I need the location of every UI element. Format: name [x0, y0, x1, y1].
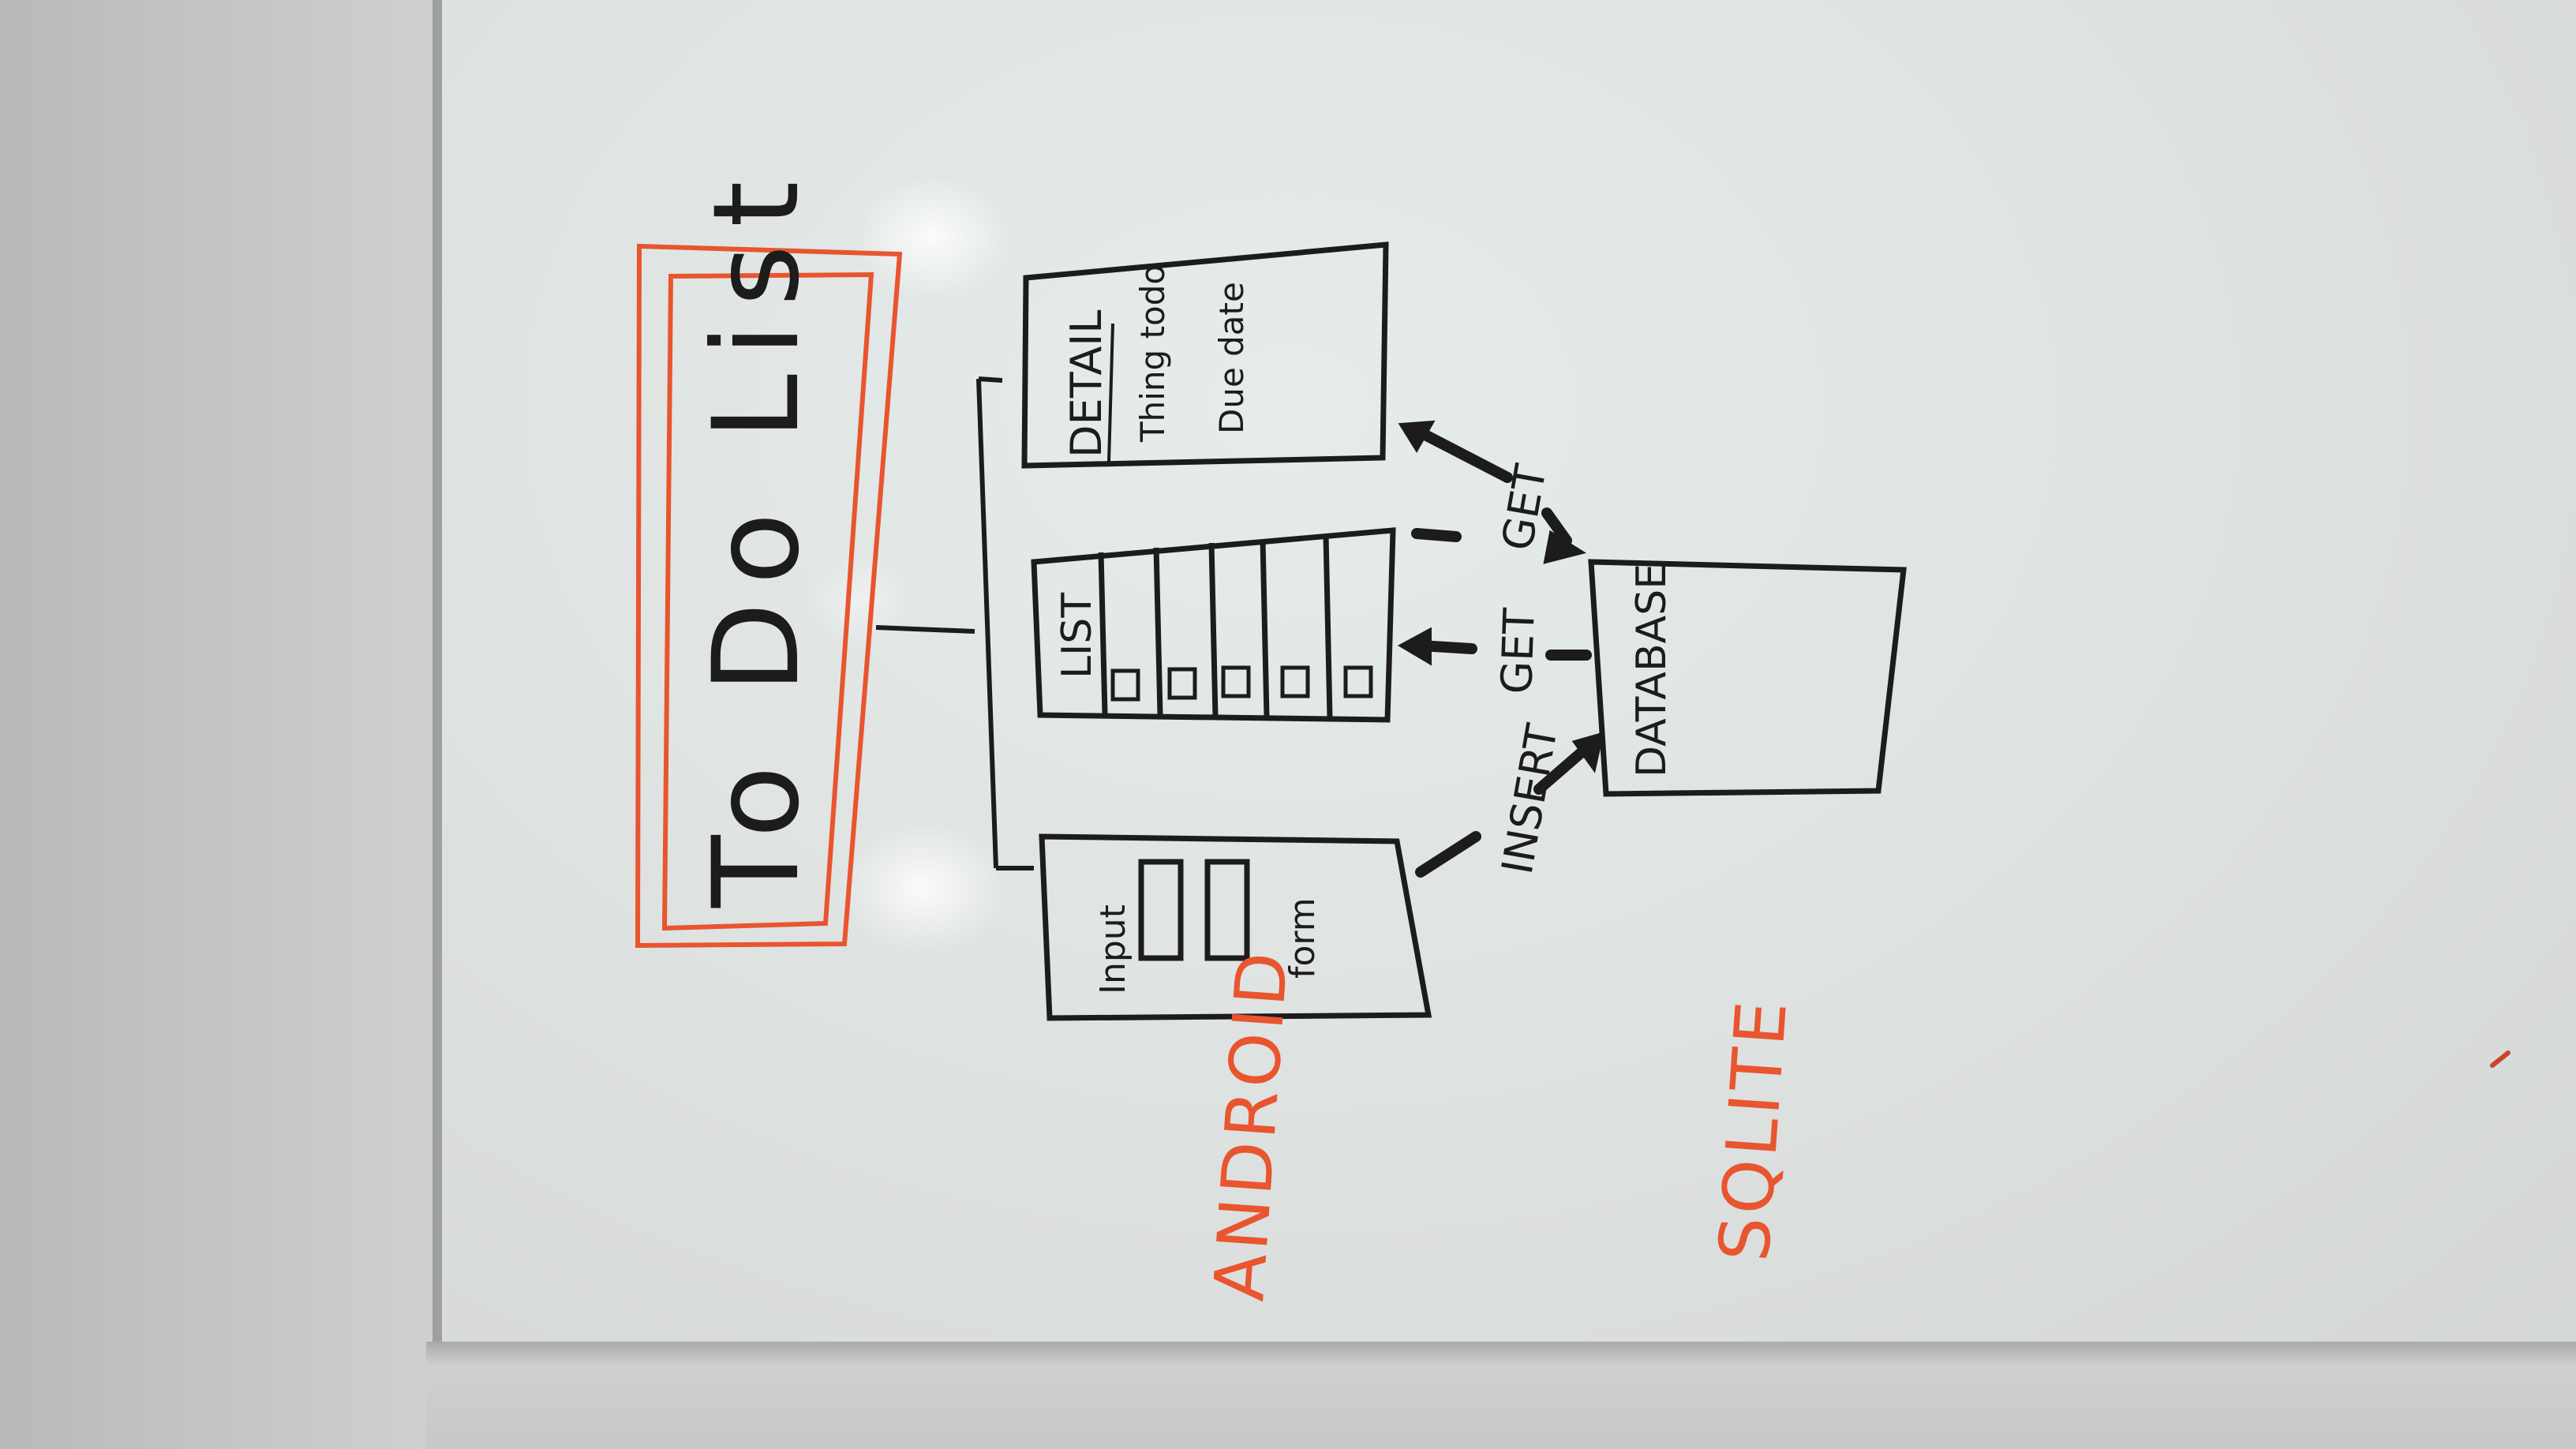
input-field-box [1138, 859, 1184, 961]
light-glare [837, 821, 1010, 955]
title-text: To Do List [688, 163, 826, 908]
detail-screen [1021, 242, 1389, 469]
checkbox-icon [1221, 665, 1251, 698]
marker-tray [426, 1342, 2576, 1449]
whiteboard-edge [432, 0, 442, 1365]
checkbox-icon [1280, 665, 1310, 698]
insert-arrowhead [1571, 732, 1604, 773]
light-glare [805, 552, 915, 647]
wall [0, 0, 442, 1449]
get-label-list: GET [1492, 606, 1544, 695]
insert-arrow [1415, 831, 1481, 878]
get-arrow-detail [1541, 507, 1572, 546]
detail-field-thing: Thing todo [1133, 264, 1172, 443]
database-label: DATABASE [1628, 564, 1676, 777]
checkbox-icon [1110, 668, 1140, 702]
input-label-word2: form [1282, 897, 1323, 979]
sqlite-label: SQLITE [1703, 996, 1803, 1264]
database-box [1588, 559, 1907, 797]
title-box [635, 243, 903, 949]
list-checkboxes [1110, 665, 1373, 702]
input-form-screen [1039, 833, 1432, 1021]
list-screen [1031, 527, 1396, 723]
detail-heading: DETAIL [1061, 310, 1111, 458]
android-label: ANDROID [1198, 946, 1304, 1303]
get-arrowhead-list [1397, 627, 1432, 666]
input-field-box [1204, 859, 1250, 961]
insert-arrow [1533, 743, 1592, 795]
checkbox-icon [1343, 665, 1373, 698]
checkbox-icon [1167, 667, 1197, 700]
get-arrow-detail [1411, 528, 1462, 542]
arrows [1397, 420, 1604, 878]
whiteboard [432, 0, 2576, 1357]
list-heading: LIST [1054, 593, 1101, 679]
insert-label: INSERT [1492, 720, 1567, 878]
light-glare [852, 174, 1010, 300]
detail-field-due: Due date [1212, 282, 1251, 434]
tree-connector [875, 376, 1034, 871]
input-label-word1: Input [1093, 904, 1133, 994]
get-arrow-detail [1415, 427, 1513, 483]
detail-underline [1107, 323, 1114, 462]
red-mark [2490, 1050, 2510, 1068]
get-arrowhead-detail [1398, 420, 1436, 453]
